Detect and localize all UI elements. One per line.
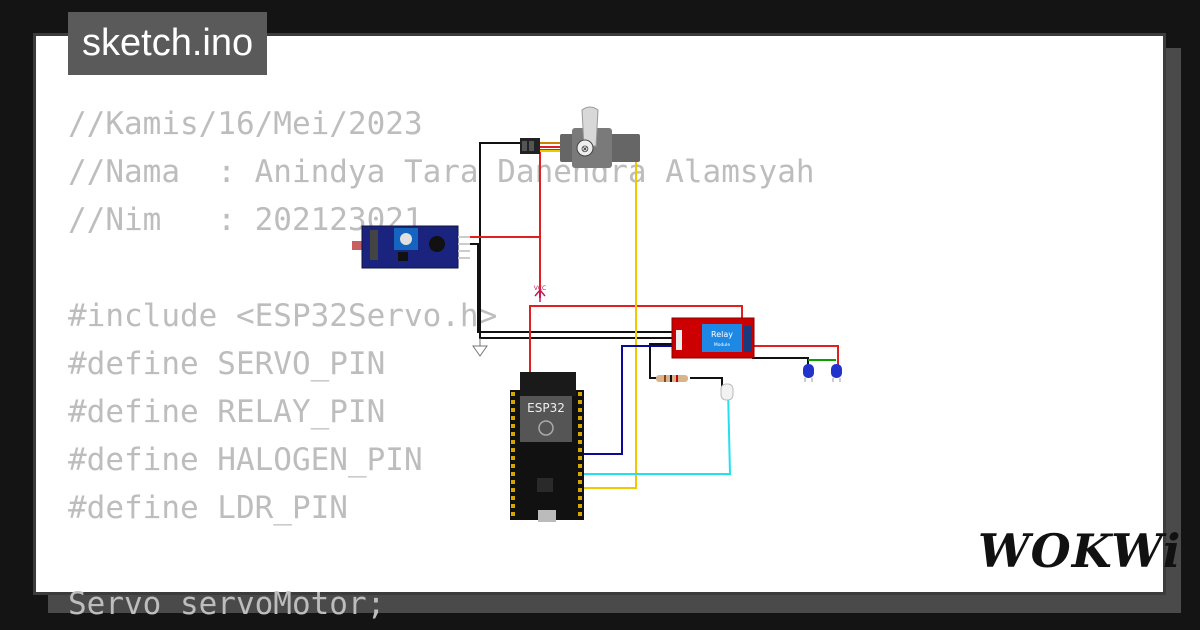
code-line: //Kamis/16/Mei/2023 bbox=[68, 106, 423, 142]
relay-sub-label: Module bbox=[714, 342, 731, 348]
code-line: //Nama : Anindya Tara Danendra Alamsyah bbox=[68, 154, 815, 190]
svg-text:⊗: ⊗ bbox=[581, 144, 589, 155]
pin-header bbox=[511, 392, 582, 516]
preview-card bbox=[33, 33, 1166, 595]
relay-module[interactable]: Relay Module bbox=[671, 317, 755, 359]
ldr-sensor-module[interactable] bbox=[352, 225, 470, 269]
relay-label: Relay bbox=[711, 330, 733, 339]
resistor[interactable] bbox=[656, 375, 688, 382]
wokwi-logo: WOKWi bbox=[978, 524, 1182, 578]
wire-black bbox=[690, 377, 723, 388]
halogen-lamp[interactable] bbox=[720, 383, 734, 401]
code-line: #include <ESP32Servo.h> bbox=[68, 298, 498, 334]
wire-black bbox=[458, 243, 672, 333]
code-editor: //Kamis/16/Mei/2023 //Nama : Anindya Tara… bbox=[68, 100, 815, 628]
wire-red bbox=[752, 345, 839, 368]
code-line: //Nim : 202123021 bbox=[68, 202, 423, 238]
code-line: Servo servoMotor; bbox=[68, 586, 386, 622]
esp32-board[interactable]: ESP32 bbox=[510, 372, 584, 522]
code-line: #define RELAY_PIN bbox=[68, 394, 386, 430]
esp32-label: ESP32 bbox=[527, 401, 565, 415]
led-blue[interactable] bbox=[803, 364, 814, 382]
code-line: #define SERVO_PIN bbox=[68, 346, 386, 382]
ground-symbol bbox=[472, 338, 488, 357]
wires bbox=[458, 142, 839, 489]
wire-black bbox=[479, 142, 672, 339]
code-line: #define LDR_PIN bbox=[68, 490, 348, 526]
wire-cyan bbox=[575, 389, 732, 475]
led-blue[interactable] bbox=[831, 364, 842, 382]
vcc-label: VCC bbox=[534, 285, 546, 292]
wire-black bbox=[752, 357, 809, 368]
file-name-tab: sketch.ino bbox=[68, 12, 268, 75]
wire-black bbox=[649, 343, 672, 379]
wire-yellow bbox=[582, 152, 637, 489]
vcc-marker: VCC bbox=[534, 285, 546, 302]
wire-red bbox=[539, 149, 560, 298]
code-line: #define HALOGEN_PIN bbox=[68, 442, 423, 478]
servo-motor[interactable]: ⊗ bbox=[520, 106, 640, 168]
